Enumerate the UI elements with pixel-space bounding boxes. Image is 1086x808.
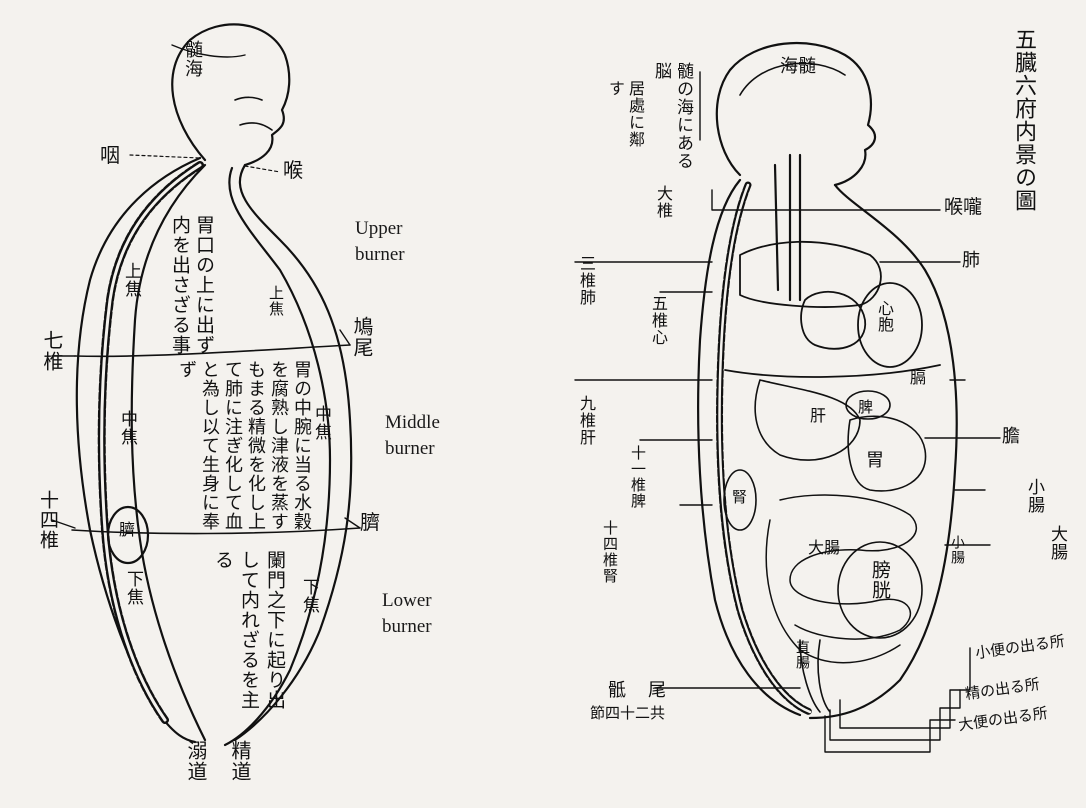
right-liver xyxy=(755,380,860,460)
left-middle-burner-right-label: 中焦 xyxy=(312,405,329,441)
upper-burner-english: Upper burner xyxy=(355,216,405,268)
right-joints-count-label: 節四十二共 xyxy=(590,706,665,721)
left-marrow-sea-label: 髄海 xyxy=(183,40,201,78)
right-diaphragm xyxy=(725,365,940,377)
right-coccyx-label: 骶 xyxy=(608,682,626,700)
right-nine-vertebra-label: 九椎肝 xyxy=(578,395,594,446)
right-small-intestine xyxy=(780,495,916,639)
right-small-intestine-label: 小腸 xyxy=(950,535,964,565)
left-middle-description: 胃の中腕に当る水穀を腐熟し津液を蒸すもまる精微を化し上て肺に注ぎ化して血と為し以… xyxy=(175,360,313,535)
left-urethra-label: 溺道 xyxy=(186,740,206,782)
right-throat-label: 喉嚨 xyxy=(944,198,982,217)
right-intestine-side-label: 小腸 xyxy=(1025,478,1042,514)
right-lungs xyxy=(740,242,881,307)
right-tail-label: 尾 xyxy=(648,682,666,700)
right-spine xyxy=(720,185,810,712)
right-three-vertebra-label: 三椎肺 xyxy=(578,255,594,306)
right-heart xyxy=(801,292,865,349)
left-larynx-label: 喉 xyxy=(283,160,303,180)
left-upper-burner-jp-label: 上焦 xyxy=(122,262,139,298)
right-trachea xyxy=(775,155,800,300)
right-marrow-sea-label: 海髄 xyxy=(780,58,816,76)
right-brain-note2-label: 居處に鄰す xyxy=(605,80,645,160)
diagram-title: 五臓六府内景の圖 xyxy=(1012,28,1034,212)
right-gallbladder-label: 膽 xyxy=(1002,428,1020,446)
lower-burner-english: Lower burner xyxy=(382,588,432,640)
middle-burner-english: Middle burner xyxy=(385,410,440,462)
left-navel-label: 臍 xyxy=(360,512,380,532)
right-pericardium-label: 心胞 xyxy=(876,300,892,332)
right-fourteen-vertebra-label: 十四椎腎 xyxy=(602,520,617,584)
right-spleen-label: 脾 xyxy=(858,400,873,415)
right-large-intestine-side-label: 大腸 xyxy=(1048,525,1065,561)
left-pharynx-label: 咽 xyxy=(100,145,120,165)
right-large-intestine-label: 大腸 xyxy=(808,540,840,556)
left-lower-description: 闌門之下に起り出して内れざるを主る xyxy=(210,550,288,725)
left-seminal-duct-label: 精道 xyxy=(230,740,250,782)
left-seventh-vertebra-label: 七椎 xyxy=(42,330,62,372)
right-liver-label: 肝 xyxy=(810,408,826,424)
left-lower-burner-jp-label: 下焦 xyxy=(124,570,141,606)
right-bladder-label: 膀胱 xyxy=(870,560,889,600)
left-navel-inner-label: 臍 xyxy=(119,522,135,538)
left-lower-burner-right-label: 下焦 xyxy=(300,578,317,614)
right-lungs-label: 肺 xyxy=(962,252,980,270)
right-five-vertebra-label: 五椎心 xyxy=(650,295,666,346)
right-eleven-vertebra-label: 十一椎脾 xyxy=(630,445,645,509)
right-kidney-label: 腎 xyxy=(732,490,747,505)
left-middle-burner-jp-label: 中焦 xyxy=(118,410,135,446)
left-fourteenth-vertebra-label: 十四椎 xyxy=(38,490,57,550)
left-upper-description: 胃口の上に出ず内を出さざる事 xyxy=(168,215,216,365)
right-rectum-label: 直腸 xyxy=(795,640,809,670)
right-stomach-label: 胃 xyxy=(866,452,884,470)
right-great-vertebra-label: 大椎 xyxy=(655,185,671,219)
left-xiphoid-label: 鳩尾 xyxy=(352,316,372,358)
right-diaphragm-label: 膈 xyxy=(910,370,926,386)
left-upper-burner-right-label: 上焦 xyxy=(268,285,283,317)
right-brain-note-label: 髄の海にある脳 xyxy=(650,62,694,172)
